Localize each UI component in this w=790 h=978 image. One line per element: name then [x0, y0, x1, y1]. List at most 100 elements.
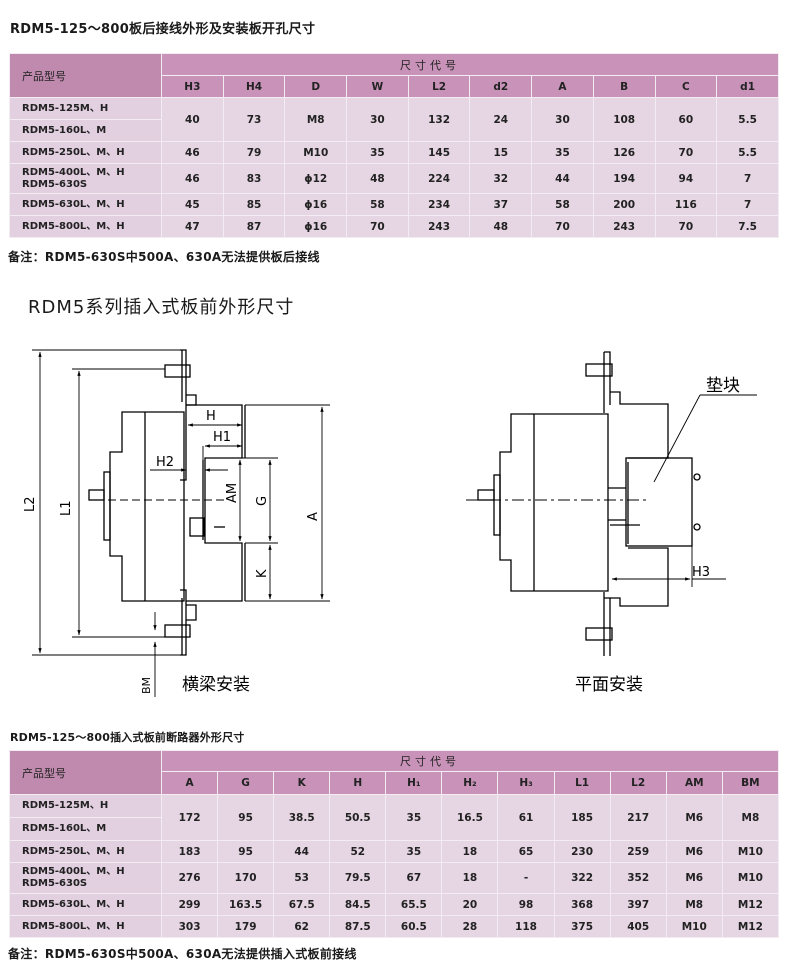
- value-cell: 405: [609, 915, 667, 938]
- column-header: B: [592, 75, 656, 98]
- value-cell: 38.5: [273, 794, 331, 841]
- value-cell: M6: [665, 794, 723, 841]
- value-cell: 70: [654, 215, 718, 238]
- value-cell: 20: [441, 893, 499, 916]
- value-cell: 7: [716, 163, 779, 194]
- value-cell: 62: [273, 915, 331, 938]
- value-cell: 132: [407, 97, 471, 142]
- model-cell: RDM5-125M、H: [9, 794, 162, 818]
- value-cell: 60: [654, 97, 718, 142]
- table-row: RDM5-160L、M: [9, 817, 779, 841]
- column-header: BM: [721, 771, 780, 795]
- table2-model-header: 产品型号: [9, 750, 162, 795]
- value-cell: 37: [469, 193, 533, 216]
- value-cell: 79: [222, 141, 286, 164]
- model-cell: RDM5-160L、M: [9, 817, 162, 841]
- table-row: RDM5-160L、M: [9, 119, 779, 142]
- value-cell: ϕ16: [284, 193, 348, 216]
- column-header: L2: [609, 771, 667, 795]
- column-header: d2: [469, 75, 533, 98]
- value-cell: 95: [217, 794, 275, 841]
- value-cell: 183: [160, 840, 219, 863]
- model-cell: RDM5-250L、M、H: [9, 141, 162, 164]
- model-name: RDM5-800L、M、H: [22, 920, 125, 932]
- value-cell: 46: [161, 163, 224, 194]
- column-header: H₁: [385, 771, 443, 795]
- value-cell: 98: [497, 893, 555, 916]
- model-cell: RDM5-125M、H: [9, 97, 162, 120]
- value-cell: 87.5: [329, 915, 387, 938]
- value-cell: 224: [407, 163, 471, 194]
- value-cell: 83: [222, 163, 286, 194]
- column-header: G: [217, 771, 275, 795]
- column-header: d1: [716, 75, 779, 98]
- value-cell: 73: [222, 97, 286, 142]
- value-cell: 163.5: [217, 893, 275, 916]
- value-cell: 397: [609, 893, 667, 916]
- value-cell: M10: [721, 840, 780, 863]
- value-cell: 84.5: [329, 893, 387, 916]
- label-H2: H2: [156, 455, 174, 470]
- value-cell: 46: [161, 141, 224, 164]
- value-cell: 7.5: [716, 215, 779, 238]
- value-cell: 145: [407, 141, 471, 164]
- value-cell: 47: [161, 215, 224, 238]
- table2-group-header: 尺寸代号: [161, 750, 779, 772]
- label-G: G: [255, 496, 270, 506]
- table1-title: RDM5-125～800板后接线外形及安装板开孔尺寸: [10, 22, 316, 37]
- table2-note: 备注：RDM5-630S中500A、630A无法提供插入式板前接线: [8, 947, 357, 961]
- value-cell: 40: [161, 97, 224, 142]
- value-cell: 95: [217, 840, 275, 863]
- value-cell: M8: [721, 794, 780, 841]
- table1-model-header: 产品型号: [9, 53, 162, 98]
- value-cell: 32: [469, 163, 533, 194]
- value-cell: 30: [531, 97, 594, 142]
- model-name: RDM5-630S: [22, 178, 88, 190]
- value-cell: 58: [531, 193, 594, 216]
- model-cell: RDM5-160L、M: [9, 119, 162, 142]
- value-cell: 87: [222, 215, 286, 238]
- value-cell: 172: [160, 794, 219, 841]
- right-caption: 平面安装: [575, 675, 643, 695]
- value-cell: 15: [469, 141, 533, 164]
- value-cell: 200: [592, 193, 656, 216]
- right-drawing-flat-mount: [466, 351, 757, 656]
- value-cell: 116: [654, 193, 718, 216]
- callout-spacer-block: 垫块: [706, 376, 740, 396]
- column-header: L2: [407, 75, 471, 98]
- right-drawing-labels: 垫块 H3 平面安装: [575, 376, 740, 695]
- value-cell: 243: [407, 215, 471, 238]
- left-drawing-labels: L2 L1 H H1 H2 AM G A K BM 横梁安装: [23, 409, 321, 695]
- value-cell: 259: [609, 840, 667, 863]
- value-cell: 276: [160, 862, 219, 894]
- value-cell: 303: [160, 915, 219, 938]
- value-cell: 44: [531, 163, 594, 194]
- value-cell: 217: [609, 794, 667, 841]
- column-header: H3: [161, 75, 224, 98]
- model-cell: RDM5-800L、M、H: [9, 915, 162, 938]
- value-cell: 28: [441, 915, 499, 938]
- column-header: H: [329, 771, 387, 795]
- value-cell: 185: [553, 794, 611, 841]
- label-A: A: [306, 512, 321, 521]
- model-cell: RDM5-250L、M、H: [9, 840, 162, 863]
- column-header: H₃: [497, 771, 555, 795]
- column-header: W: [346, 75, 409, 98]
- value-cell: ϕ12: [284, 163, 348, 194]
- value-cell: 18: [441, 840, 499, 863]
- value-cell: 70: [531, 215, 594, 238]
- value-cell: 65.5: [385, 893, 443, 916]
- value-cell: 35: [346, 141, 409, 164]
- value-cell: 5.5: [716, 97, 779, 142]
- dimension-drawings: L2 L1 H H1 H2 AM G A K BM 横梁安装: [23, 349, 757, 697]
- value-cell: M8: [665, 893, 723, 916]
- model-name: RDM5-800L、M、H: [22, 220, 125, 232]
- value-cell: 179: [217, 915, 275, 938]
- value-cell: 67: [385, 862, 443, 894]
